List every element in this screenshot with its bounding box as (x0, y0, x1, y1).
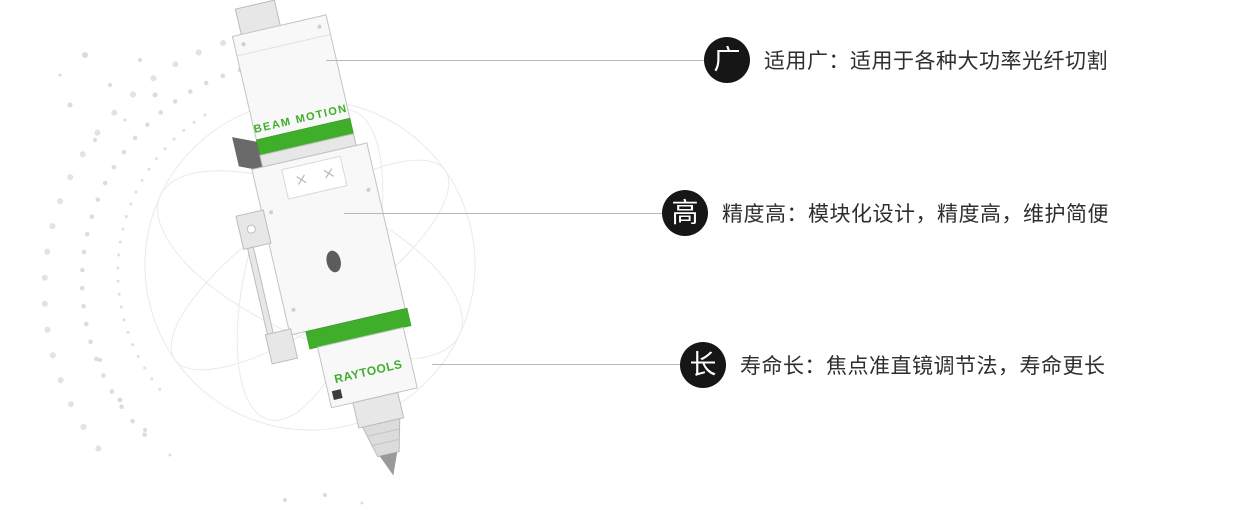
feature-callout-high-precision: 高 精度高：模块化设计，精度高，维护简便 (662, 190, 1109, 236)
feature-callout-wide-application: 广 适用广：适用于各种大功率光纤切割 (704, 37, 1108, 83)
viewing-window (326, 250, 341, 273)
feature-text-wide: 适用广：适用于各种大功率光纤切割 (764, 50, 1108, 73)
feature-text-long: 寿命长：焦点准直镜调节法，寿命更长 (740, 355, 1106, 378)
feature-text-high: 精度高：模块化设计，精度高，维护简便 (722, 203, 1109, 226)
nozzle-body (361, 418, 401, 458)
dotted-arc-decoration (41, 27, 364, 505)
side-wedge (232, 137, 264, 171)
leader-line-1 (326, 60, 704, 61)
laser-head-body: BEAM MOTION RAYTOOLS (231, 0, 418, 476)
feature-badge-wide: 广 (704, 37, 750, 83)
feature-callout-long-life: 长 寿命长：焦点准直镜调节法，寿命更长 (680, 342, 1106, 388)
leader-line-3 (432, 364, 680, 365)
feature-badge-high: 高 (662, 190, 708, 236)
mount-bracket-lower (264, 328, 299, 365)
top-plate (281, 155, 348, 200)
feature-badge-long: 长 (680, 342, 726, 388)
side-rail (246, 246, 276, 343)
leader-line-2 (344, 213, 662, 214)
nozzle-tip (379, 452, 398, 476)
sensor-block (331, 389, 343, 400)
